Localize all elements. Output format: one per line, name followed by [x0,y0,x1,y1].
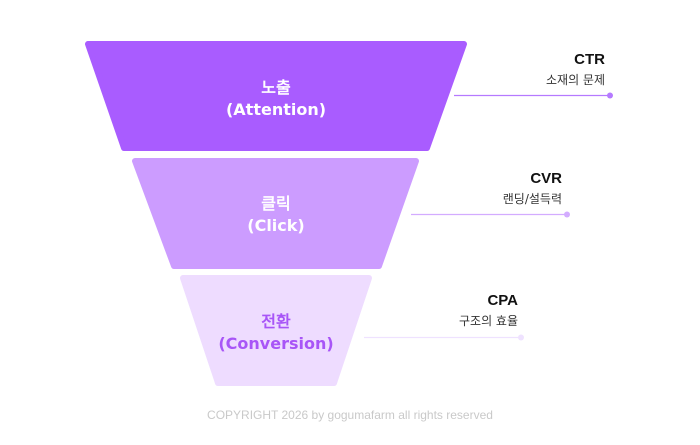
stage-subtitle: (Click) [247,216,304,235]
metric-cvr: CVR 랜딩/설득력 [503,170,562,207]
metric-desc: 랜딩/설득력 [502,192,562,206]
metric-desc: 소재의 문제 [545,73,605,87]
stage-subtitle: (Attention) [226,100,326,119]
stage-title: 클릭 [261,194,290,213]
funnel-stage-click: 클릭 (Click) [132,158,419,269]
connector-ctr [454,92,613,99]
funnel-stage-conversion: 전환 (Conversion) [180,275,372,386]
stage-subtitle: (Conversion) [218,334,333,353]
metric-name: CPA [487,292,518,309]
metric-cpa: CPA 구조의 효율 [459,292,518,329]
metric-ctr: CTR 소재의 문제 [546,51,605,88]
copyright-text: COPYRIGHT 2026 by gogumafarm all rights … [207,408,493,422]
funnel-stage-attention: 노출 (Attention) [85,41,467,151]
connector-cvr [411,211,570,218]
stage-title: 노출 [261,78,291,97]
metric-name: CTR [574,51,605,68]
stage-title: 전환 [261,312,291,331]
connector-cpa [364,334,524,341]
metric-desc: 구조의 효율 [458,314,518,328]
metric-name: CVR [530,170,562,187]
